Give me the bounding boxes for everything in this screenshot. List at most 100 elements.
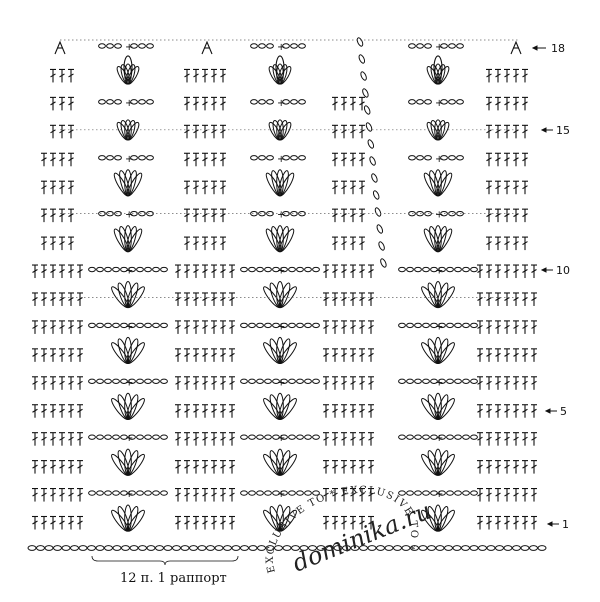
sc-plus: +	[435, 154, 443, 165]
dc-stitch	[220, 460, 226, 474]
dc-stitch	[193, 180, 199, 195]
dc-stitch	[504, 208, 510, 223]
dc-stitch	[341, 432, 347, 446]
chain-stitch	[160, 434, 168, 440]
dc-stitch	[59, 292, 65, 306]
dc-slash	[184, 492, 190, 497]
foundation-link	[427, 545, 436, 551]
chain-stitch	[280, 434, 288, 440]
foundation-link	[520, 545, 530, 551]
dc-slash	[193, 464, 199, 469]
chain-stitch	[280, 322, 288, 329]
chain-stitch	[138, 155, 146, 161]
foundation-link	[282, 545, 292, 551]
dc-stitch	[513, 124, 519, 139]
dc-stitch	[211, 124, 217, 139]
dc-stitch	[220, 376, 226, 390]
chain-stitch	[456, 43, 464, 49]
dc-slash	[229, 380, 235, 385]
dc-stitch	[220, 264, 226, 279]
dc-stitch	[32, 264, 38, 279]
dc-slash	[77, 380, 83, 385]
dc-stitch	[531, 348, 537, 362]
chain-stitch	[130, 43, 138, 49]
dc-slash	[323, 296, 329, 301]
chain-stitch	[280, 490, 288, 496]
dc-slash	[220, 101, 226, 106]
petal	[126, 172, 143, 197]
chain-stitch	[114, 99, 122, 105]
dc-stitch	[211, 236, 217, 251]
dc-slash	[220, 408, 226, 413]
foundation-link	[53, 545, 62, 551]
chain-stitch	[408, 43, 416, 49]
dc-stitch	[229, 488, 235, 502]
dc-slash	[77, 269, 83, 274]
cluster-top	[54, 40, 66, 55]
dc-slash	[522, 464, 528, 469]
foundation-link	[503, 545, 513, 551]
dc-stitch	[68, 515, 74, 530]
chain-stitch	[406, 378, 414, 384]
dc-slash	[50, 296, 56, 301]
dc-stitch	[359, 488, 365, 502]
dc-slash	[513, 324, 519, 329]
dc-stitch	[486, 320, 492, 334]
dc-stitch	[193, 320, 199, 334]
dc-slash	[68, 241, 74, 246]
dc-stitch	[323, 432, 329, 446]
chain-stitch	[438, 490, 446, 496]
foundation-link	[512, 545, 521, 551]
dc-stitch	[504, 152, 510, 167]
dc-stitch	[495, 348, 501, 362]
dc-slash	[202, 408, 208, 413]
foundation-link	[376, 545, 385, 551]
dc-stitch	[504, 264, 510, 279]
dc-stitch	[32, 404, 38, 418]
chain-stitch	[422, 378, 430, 384]
dc-slash	[495, 492, 501, 497]
diag-chain	[362, 88, 369, 98]
chain-stitch	[258, 155, 266, 161]
dc-stitch	[68, 432, 74, 446]
foundation-link	[469, 545, 479, 551]
dc-stitch	[513, 96, 519, 111]
dc-slash	[341, 380, 347, 385]
chain-stitch	[280, 378, 288, 384]
dc-slash	[202, 101, 208, 106]
dc-slash	[522, 129, 528, 134]
chain-stitch	[258, 99, 266, 105]
dc-slash	[477, 296, 483, 301]
dc-stitch	[486, 404, 492, 418]
dc-stitch	[513, 180, 519, 195]
dc-slash	[41, 296, 47, 301]
foundation-link	[240, 545, 249, 551]
chain-stitch	[298, 99, 306, 105]
petal	[127, 286, 145, 309]
dc-slash	[323, 408, 329, 413]
foundation-link	[95, 545, 105, 551]
dc-slash	[229, 464, 235, 469]
chain-stitch	[120, 266, 128, 273]
dc-stitch	[175, 515, 181, 530]
sc-plus: +	[435, 210, 443, 221]
dc-slash	[486, 213, 492, 218]
dc-slash	[229, 408, 235, 413]
dc-stitch	[522, 348, 528, 362]
dc-stitch	[77, 320, 83, 334]
foundation-link	[537, 545, 547, 551]
dc-stitch	[332, 515, 338, 530]
dc-slash	[59, 520, 65, 525]
chain-stitch	[136, 266, 144, 273]
dc-slash	[359, 492, 365, 497]
dc-slash	[522, 324, 528, 329]
dc-slash	[350, 436, 356, 441]
dc-stitch	[32, 320, 38, 334]
chain-stitch	[438, 266, 446, 273]
dc-slash	[332, 352, 338, 357]
dc-stitch	[50, 68, 56, 83]
dc-slash	[184, 241, 190, 246]
dc-stitch	[50, 208, 56, 223]
dc-stitch	[513, 460, 519, 474]
dc-stitch	[504, 515, 510, 530]
